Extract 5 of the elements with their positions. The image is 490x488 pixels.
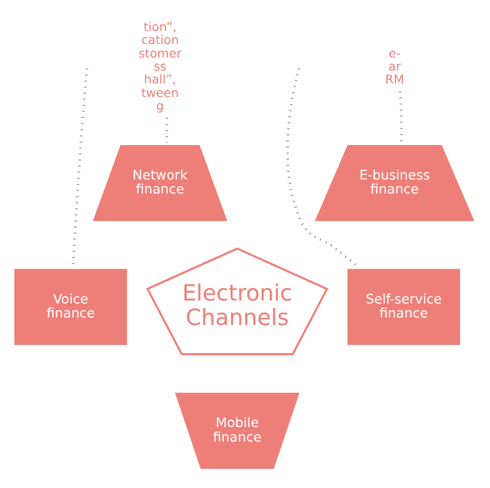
node-text: e- ar RM	[385, 46, 404, 87]
connector	[398, 91, 403, 143]
node-text: tion”, cation stomer ss hall”, tween g	[138, 20, 182, 114]
connector	[72, 68, 88, 267]
connector	[286, 68, 359, 268]
